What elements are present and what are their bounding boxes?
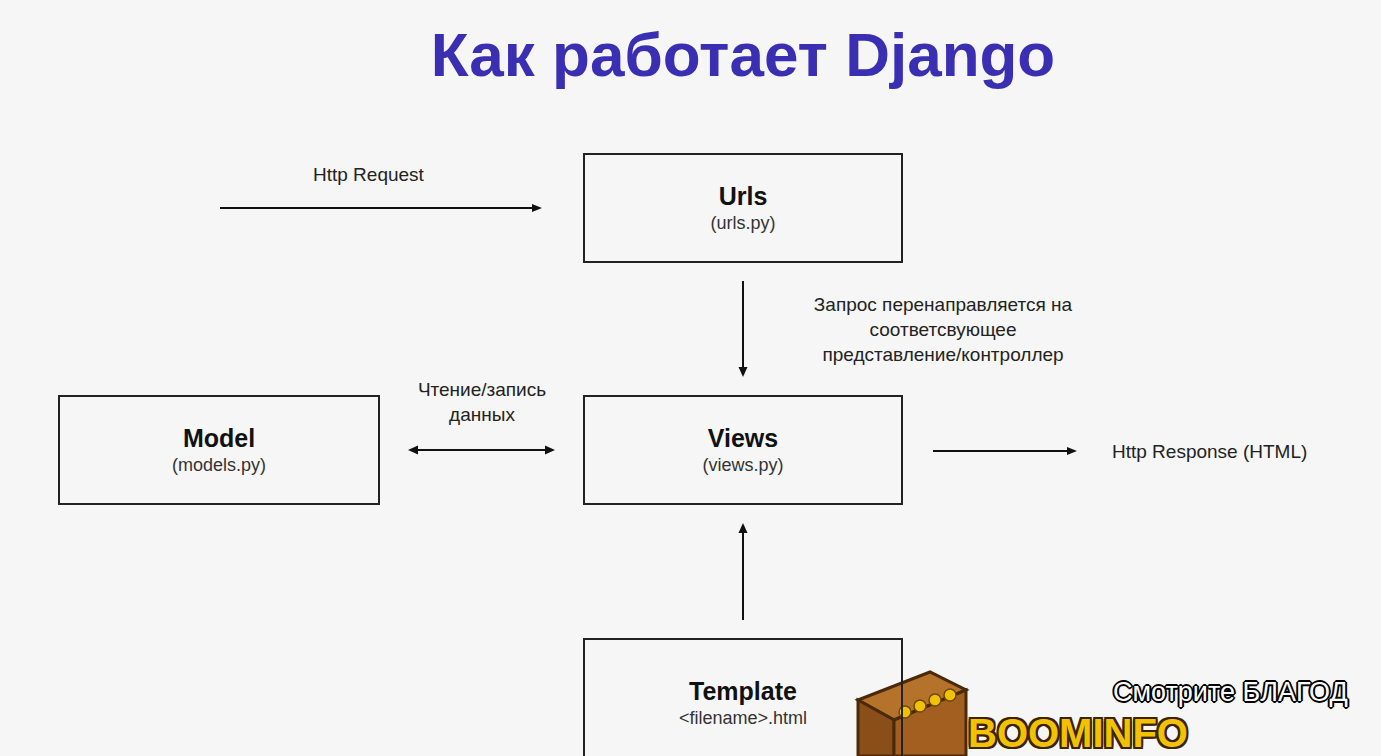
connector-line	[416, 449, 547, 451]
treasure-chest	[858, 672, 966, 756]
arrow-head	[739, 367, 748, 377]
request-label: Http Request	[313, 162, 424, 187]
flow-connector	[408, 446, 555, 455]
flow-connector	[739, 523, 748, 620]
response-label: Http Response (HTML)	[1112, 439, 1307, 464]
response-arrow	[933, 447, 1077, 455]
component-box: Urls(urls.py)	[583, 153, 903, 263]
connector-line	[742, 281, 744, 369]
request-arrow	[220, 204, 542, 212]
component-box: Template<filename>.html	[583, 638, 903, 756]
box-title: Model	[183, 423, 255, 454]
flow-connector	[739, 281, 748, 377]
diagram-title: Как работает Django	[0, 18, 1381, 92]
watermark-logo: BOOMINFO	[968, 713, 1188, 753]
box-title: Urls	[719, 181, 768, 212]
watermark-text: Смотрите БЛАГОД	[1113, 678, 1348, 708]
connector-label: Чтение/запись данных	[394, 377, 570, 427]
box-filename: (urls.py)	[710, 212, 775, 235]
connector-line	[742, 531, 744, 620]
connector-label: Запрос перенаправляется на соответсвующе…	[808, 292, 1078, 367]
box-filename: (views.py)	[702, 454, 783, 477]
box-title: Views	[708, 423, 778, 454]
box-filename: <filename>.html	[679, 707, 807, 730]
component-box: Model(models.py)	[58, 395, 380, 505]
box-filename: (models.py)	[172, 454, 266, 477]
arrow-head	[408, 446, 418, 455]
component-box: Views(views.py)	[583, 395, 903, 505]
box-title: Template	[689, 676, 797, 707]
arrow-head	[545, 446, 555, 455]
arrow-head	[739, 523, 748, 533]
